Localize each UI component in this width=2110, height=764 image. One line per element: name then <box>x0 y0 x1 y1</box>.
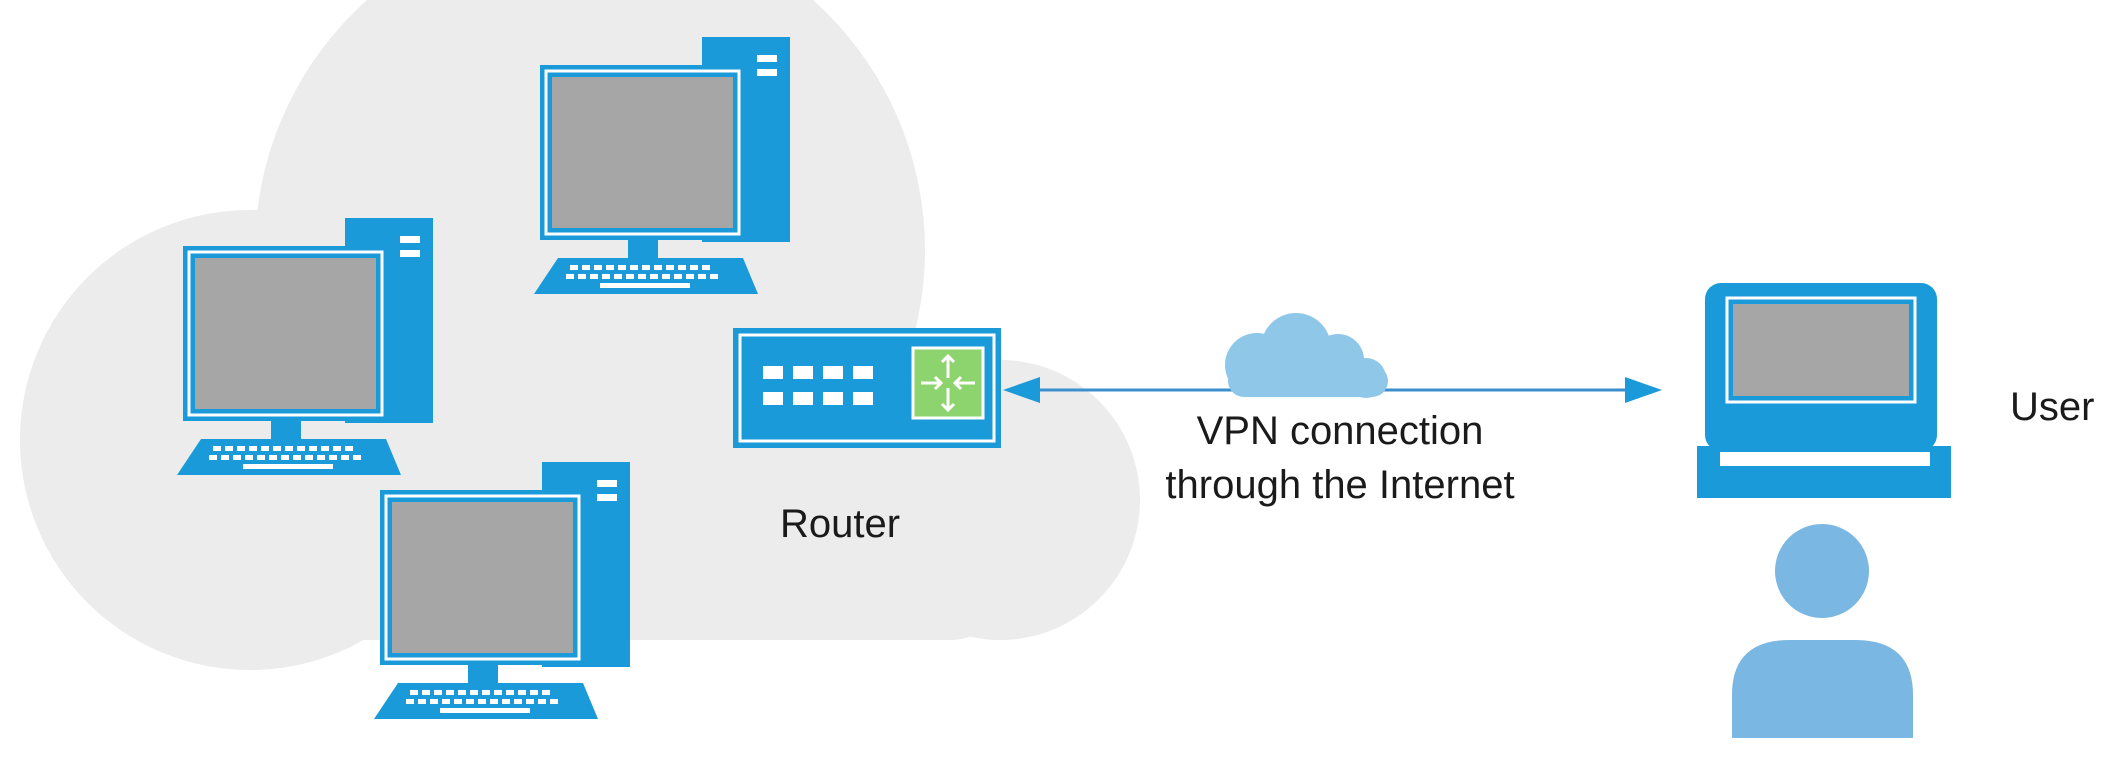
vpn-connection-label: VPN connection through the Internet <box>1140 404 1540 512</box>
router-label: Router <box>780 502 901 546</box>
vpn-label-line-1: VPN connection <box>1196 409 1484 453</box>
router-icon <box>733 328 1001 448</box>
laptop-icon <box>1697 283 1951 498</box>
internet-cloud-icon <box>1225 313 1388 398</box>
user-icon <box>1732 524 1913 738</box>
desktop-computer-icon <box>372 460 632 721</box>
vpn-label-line-2: through the Internet <box>1165 463 1515 507</box>
user-label: User <box>2010 385 2095 429</box>
